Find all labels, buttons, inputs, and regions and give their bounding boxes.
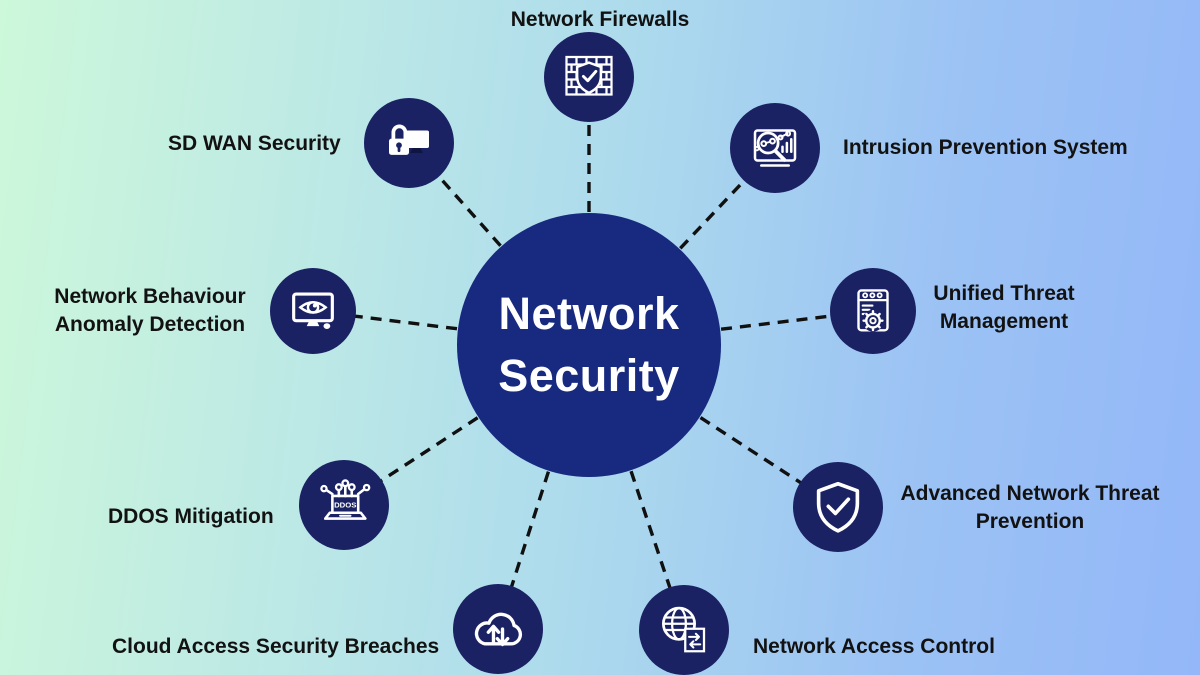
globe-document-icon bbox=[662, 606, 706, 653]
central-topic-line2: Security bbox=[498, 350, 680, 401]
eye-monitor-icon bbox=[292, 292, 334, 330]
label-network-firewalls: Network Firewalls bbox=[510, 8, 690, 31]
node-network-firewalls bbox=[544, 32, 634, 122]
node-unified-threat bbox=[830, 268, 916, 354]
cloud-arrows-icon bbox=[474, 612, 523, 647]
node-cloud-access bbox=[453, 584, 543, 674]
node-advanced-threat bbox=[793, 462, 883, 552]
label-network-access: Network Access Control bbox=[753, 635, 995, 658]
node-network-access bbox=[639, 585, 729, 675]
central-topic-line1: Network bbox=[498, 287, 680, 339]
browser-gear-icon bbox=[857, 289, 889, 332]
label-sd-wan: SD WAN Security bbox=[168, 132, 341, 155]
label-intrusion-prevention: Intrusion Prevention System bbox=[843, 136, 1128, 159]
node-intrusion-prevention bbox=[730, 103, 820, 193]
connector-network-access bbox=[587, 344, 686, 631]
lock-monitor-icon bbox=[389, 124, 429, 155]
connector-advanced-threat bbox=[588, 343, 839, 509]
firewall-shield-icon bbox=[565, 55, 613, 96]
label-ddos-mitigation: DDOS Mitigation bbox=[108, 505, 274, 528]
ddos-laptop-icon: DDOS bbox=[320, 479, 371, 520]
label-cloud-access: Cloud Access Security Breaches bbox=[112, 635, 440, 658]
node-sd-wan bbox=[364, 98, 454, 188]
ddos-screen-text: DDOS bbox=[334, 501, 356, 510]
magnifier-analytics-icon bbox=[753, 129, 797, 167]
node-ddos-mitigation: DDOS bbox=[299, 460, 389, 550]
connector-cloud-access bbox=[496, 344, 591, 630]
shield-check-icon bbox=[816, 481, 860, 533]
label-unified-threat: Unified Threat Management bbox=[933, 282, 1075, 333]
label-advanced-threat: Advanced Network Threat Prevention bbox=[900, 482, 1160, 533]
node-anomaly-detection bbox=[270, 268, 356, 354]
central-topic-circle: Network Security bbox=[457, 213, 721, 477]
label-anomaly-detection: Network Behaviour Anomaly Detection bbox=[54, 285, 246, 336]
